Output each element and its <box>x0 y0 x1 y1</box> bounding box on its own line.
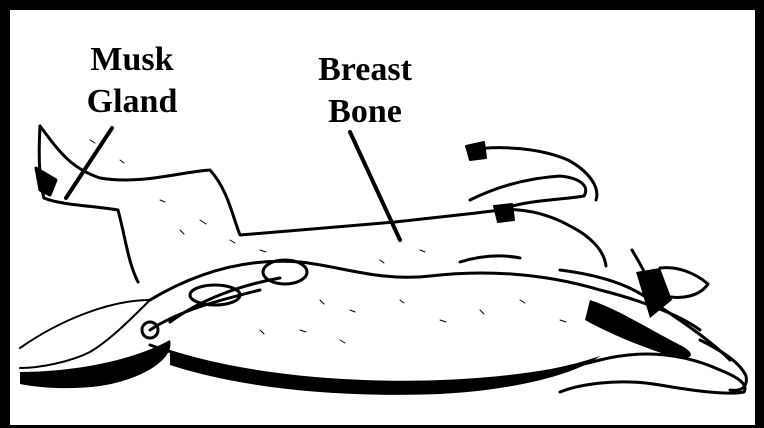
breast-bone-label-line1: Breast <box>295 50 435 90</box>
hind-leg-outline <box>40 126 500 235</box>
front-leg-upper <box>470 176 586 208</box>
hind-hoof-outline <box>39 126 138 282</box>
front-leg-knee <box>460 256 520 262</box>
rump-fur-dark <box>20 340 170 388</box>
back-fur-dark <box>170 350 600 395</box>
hind-hoof-tip <box>36 168 56 195</box>
neck-fur <box>585 300 691 358</box>
musk-gland-label-line2: Gland <box>72 82 192 122</box>
hair-texture <box>90 140 566 343</box>
musk-gland-label-line1: Musk <box>72 40 192 80</box>
breast-bone-label-line2: Bone <box>295 92 435 132</box>
front-hoof-1 <box>466 142 486 160</box>
front-hoof-2 <box>494 204 514 222</box>
